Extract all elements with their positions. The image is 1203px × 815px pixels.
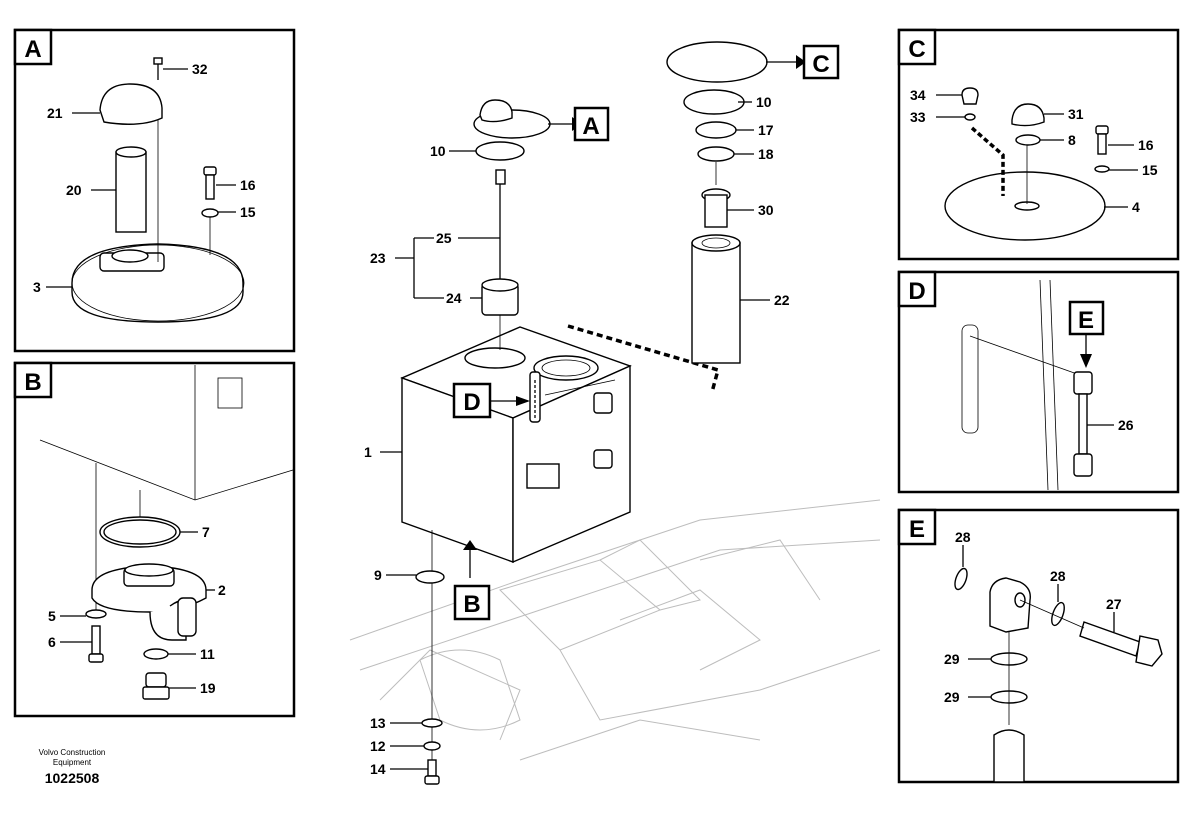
- cover-c-part: [666, 41, 768, 83]
- panel-c: C 34 33 31 8 16 15 4: [897, 28, 1180, 261]
- label-28-left: 28: [955, 529, 971, 545]
- label-10-right: 10: [756, 94, 772, 110]
- callout-b: B: [463, 591, 480, 618]
- tube-part-20: [115, 151, 147, 233]
- label-26: 26: [1118, 417, 1134, 433]
- label-3: 3: [33, 279, 41, 295]
- panel-e-frame: [897, 508, 1180, 784]
- label-14: 14: [370, 761, 386, 777]
- panel-d-frame: [897, 270, 1180, 494]
- label-16: 16: [240, 177, 256, 193]
- panel-d-tag: D: [908, 278, 925, 305]
- panel-e-tag: E: [909, 516, 925, 543]
- panel-b: B 7 2 5 6 11 19: [13, 361, 296, 718]
- panel-e: E 28 28 27 29 29: [897, 508, 1180, 784]
- company-name: Volvo Construction Equipment: [38, 748, 106, 767]
- label-8: 8: [1068, 132, 1076, 148]
- label-1: 1: [364, 444, 372, 460]
- panel-c-frame: [897, 28, 1180, 261]
- panel-a-frame: [13, 28, 296, 353]
- label-28-right: 28: [1050, 568, 1066, 584]
- label-4: 4: [1132, 199, 1140, 215]
- panel-a: A 32 21 20 16 15 3: [13, 28, 296, 353]
- fitting-part-19: [145, 672, 167, 688]
- label-29-top: 29: [944, 651, 960, 667]
- panel-b-frame: [13, 361, 296, 718]
- label-22: 22: [774, 292, 790, 308]
- label-32: 32: [192, 61, 208, 77]
- label-6: 6: [48, 634, 56, 650]
- label-17: 17: [758, 122, 774, 138]
- label-34: 34: [910, 87, 926, 103]
- label-19: 19: [200, 680, 216, 696]
- label-23: 23: [370, 250, 386, 266]
- label-25: 25: [436, 230, 452, 246]
- label-33: 33: [910, 109, 926, 125]
- panel-d: D 26 E: [897, 270, 1180, 494]
- label-24: 24: [446, 290, 462, 306]
- label-9: 9: [374, 567, 382, 583]
- callout-d: D: [463, 389, 480, 416]
- label-13: 13: [370, 715, 386, 731]
- label-12: 12: [370, 738, 386, 754]
- label-27: 27: [1106, 596, 1122, 612]
- callout-a: A: [582, 113, 599, 140]
- panel-c-tag: C: [908, 36, 925, 63]
- callout-c: C: [812, 51, 829, 78]
- label-29-bottom: 29: [944, 689, 960, 705]
- label-18: 18: [758, 146, 774, 162]
- panel-a-tag: A: [24, 36, 41, 63]
- panel-a-tag-box: [13, 28, 53, 66]
- bolt-part-27: [1079, 621, 1141, 657]
- label-11: 11: [200, 646, 215, 662]
- label-15: 15: [240, 204, 256, 220]
- label-30: 30: [758, 202, 774, 218]
- label-5: 5: [48, 608, 56, 624]
- label-20: 20: [66, 182, 82, 198]
- label-7: 7: [202, 524, 210, 540]
- footer: Volvo Construction Equipment 1022508: [22, 748, 122, 786]
- callout-e: E: [1078, 307, 1094, 334]
- label-21: 21: [47, 105, 63, 121]
- label-10-left: 10: [430, 143, 446, 159]
- label-31: 31: [1068, 106, 1084, 122]
- label-15-c: 15: [1142, 162, 1158, 178]
- cap-part-21: [99, 83, 163, 125]
- panel-b-tag: B: [24, 369, 41, 396]
- label-16-c: 16: [1138, 137, 1154, 153]
- panel-b-tag-box: [13, 361, 53, 399]
- drawing-code: 1022508: [44, 770, 100, 786]
- label-2: 2: [218, 582, 226, 598]
- main-assembly: A C D B 10 25 23 24 1 9 13 12 14 10 17 1…: [349, 41, 881, 785]
- block-part: [989, 577, 1031, 633]
- filter-part-22: [691, 242, 741, 364]
